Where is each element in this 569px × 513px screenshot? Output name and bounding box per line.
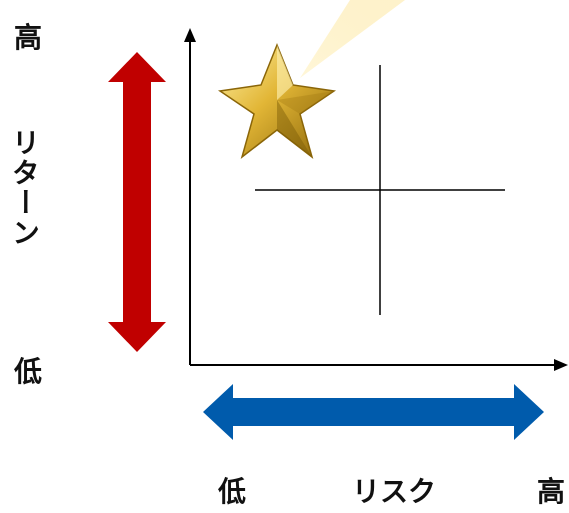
- light-beam: [300, 0, 405, 78]
- y-axis-low-label: 低: [14, 355, 43, 388]
- x-axis-high-label: 高: [537, 475, 566, 508]
- y-axis-arrowhead: [184, 28, 196, 42]
- star-icon: [217, 42, 337, 159]
- risk-double-arrow: [203, 384, 544, 440]
- x-axis-arrowhead: [554, 359, 568, 371]
- x-axis-low-label: 低: [218, 475, 247, 508]
- return-double-arrow: [108, 52, 166, 352]
- x-axis-title: リスク: [352, 475, 437, 508]
- y-axis-title: リターン: [8, 128, 41, 248]
- y-axis-high-label: 高: [14, 21, 43, 54]
